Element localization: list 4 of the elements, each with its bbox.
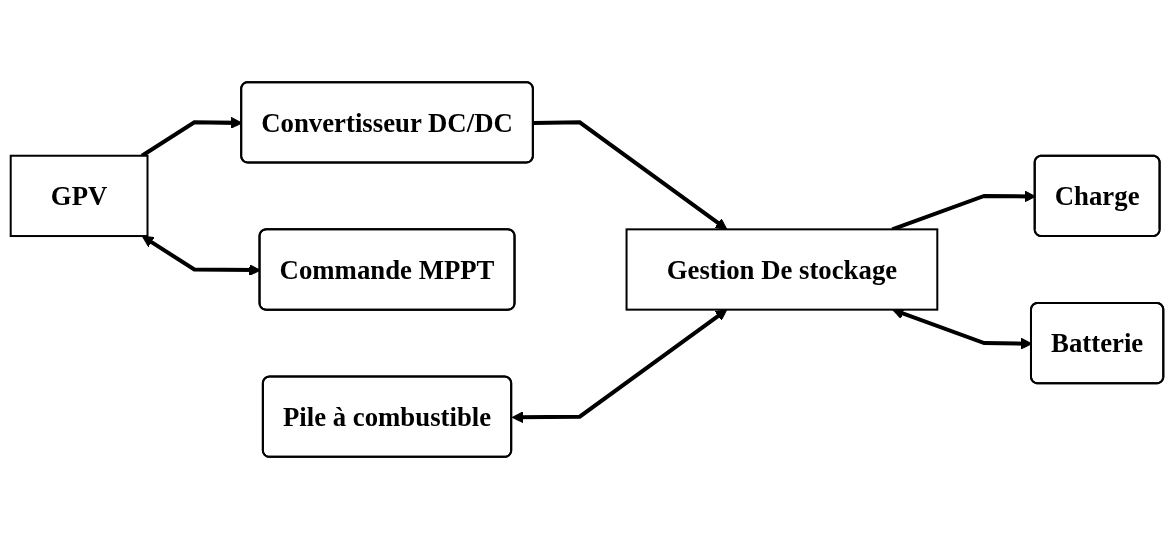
arrow <box>511 309 728 424</box>
node-box: GPV <box>9 154 149 238</box>
arrow <box>533 120 728 230</box>
node-box: Gestion De stockage <box>625 228 939 311</box>
